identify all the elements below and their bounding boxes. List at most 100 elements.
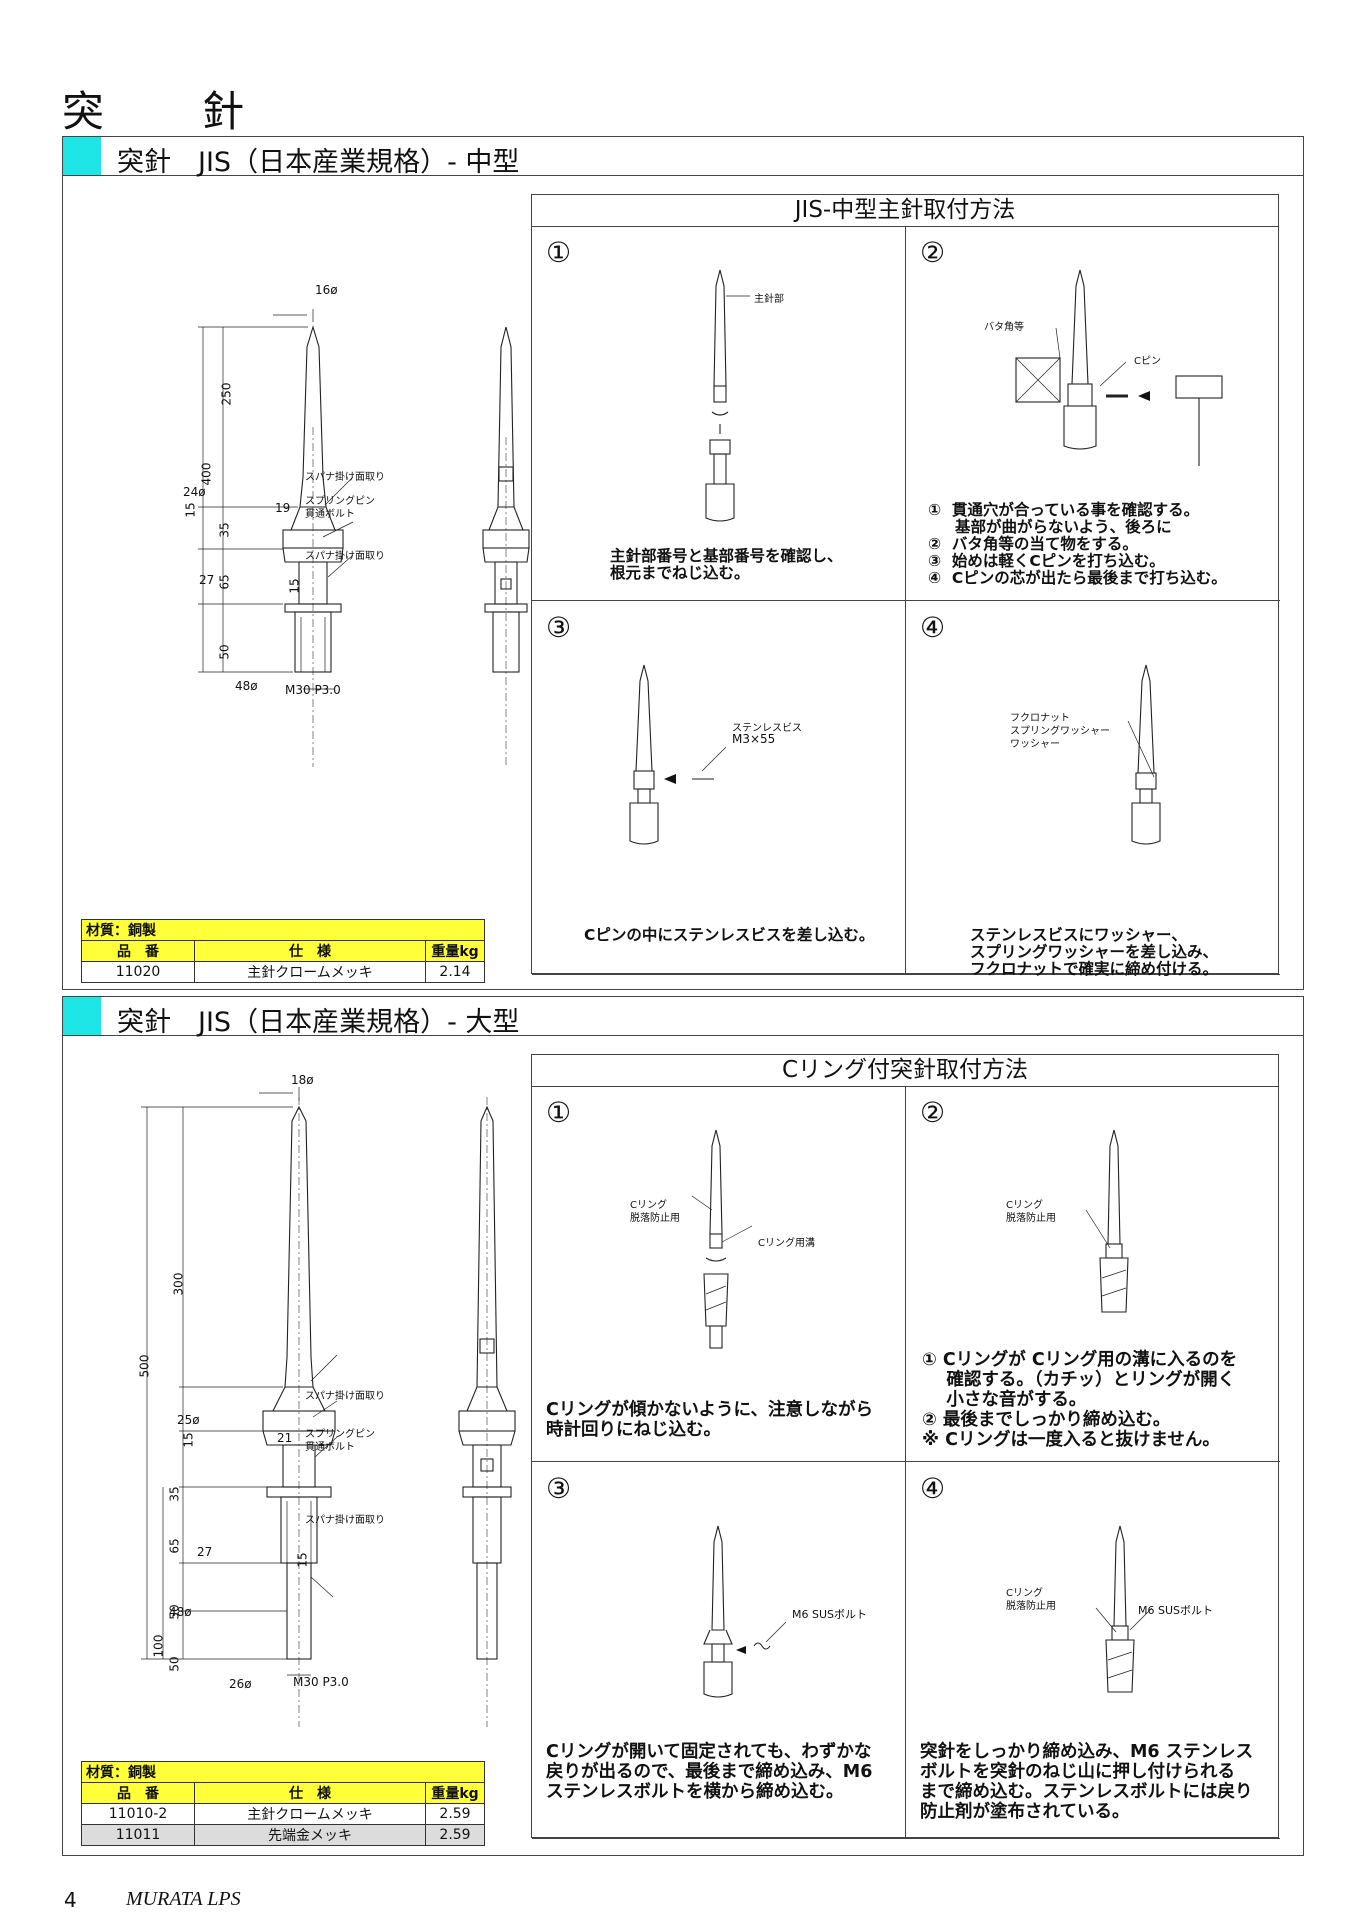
method-title: JIS-中型主針取付方法: [532, 195, 1278, 227]
dim-27: 27: [199, 573, 215, 587]
table-row: 11010-2 主針クロームメッキ 2.59: [81, 1803, 485, 1825]
dim-15a: 15: [183, 502, 198, 518]
table-row: 11020 主針クロームメッキ 2.14: [81, 961, 485, 983]
section-marker: [63, 137, 101, 175]
label-washer: ワッシャー: [1010, 739, 1060, 750]
dim-50: 50: [217, 644, 232, 660]
dim-35: 35: [217, 522, 232, 538]
dim-48: 48ø: [235, 679, 258, 693]
label-anti-drop: 脱落防止用: [630, 1213, 680, 1224]
dim-total: 500: [137, 1354, 152, 1378]
step-number: ④: [920, 1472, 946, 1505]
step-number: ③: [546, 611, 572, 644]
step-number: ②: [920, 236, 946, 269]
dim-27: 27: [197, 1545, 213, 1559]
label-anti-drop: 脱落防止用: [1006, 1601, 1056, 1612]
step-caption: Cリングが傾かないように、注意しながら 時計回りにねじ込む。: [546, 1400, 873, 1440]
dim-100: 100: [151, 1634, 166, 1658]
spec-cell: 2.59: [425, 1803, 485, 1825]
dim-19: 19: [275, 501, 291, 515]
page-number: 4: [64, 1888, 77, 1912]
label-spring-pin: スプリングピン: [305, 1429, 375, 1440]
spec-cell: 2.14: [425, 961, 485, 983]
label-through-bolt: 貫通ボルト: [305, 1442, 355, 1453]
medium-rod-drawing: [198, 309, 530, 767]
dim-300: 300: [171, 1272, 186, 1296]
step-illustration: [629, 664, 727, 845]
dim-26: 26ø: [229, 1677, 252, 1691]
dim-15b: 15: [295, 1552, 310, 1568]
dim-15b: 15: [287, 578, 302, 594]
spec-cell: 2.59: [425, 1824, 485, 1846]
dim-24: 24ø: [183, 485, 206, 499]
step-caption: ステンレスビスにワッシャー、 スプリングワッシャーを差し込み、 フクロナットで確…: [970, 926, 1219, 978]
spec-material: 材質：銅製: [81, 919, 485, 941]
dim-top-diameter: 16ø: [315, 283, 338, 297]
installation-method: Cリング付突針取付方法 ① Cリング 脱落防止用 Cリング用溝 Cリングが傾かな…: [531, 1054, 1280, 1839]
dim-48: 48ø: [169, 1605, 192, 1619]
dim-35: 35: [167, 1486, 182, 1502]
step-number: ③: [546, 1472, 572, 1505]
label-c-ring: Cリング: [1006, 1200, 1043, 1211]
step-number: ④: [920, 611, 946, 644]
table-row: 11011 先端金メッキ 2.59: [81, 1824, 485, 1846]
step-number: ②: [920, 1096, 946, 1129]
section-medium: 突針 JIS（日本産業規格）- 中型: [62, 136, 1304, 990]
step-caption: 突針をしっかり締め込み、M6 ステンレス ボルトを突針のねじ山に押し付けられる …: [920, 1742, 1254, 1822]
spec-cell: 主針クロームメッキ: [194, 1803, 426, 1825]
dim-thread: M30 P3.0: [285, 683, 341, 697]
method-step-1: ① Cリング 脱落防止用 Cリング用溝 Cリングが傾かないように、注意しながら …: [532, 1086, 906, 1462]
large-rod-drawing: [141, 1087, 516, 1727]
spec-table: 材質：銅製 品 番 仕 様 重量kg 11020 主針クロームメッキ 2.14: [81, 919, 485, 983]
method-step-4: ④ フクロナット スプリングワッシャー ワッシャー ステンレスビスにワッシャー、…: [906, 601, 1280, 978]
dim-15a: 15: [181, 1432, 196, 1448]
label-m6-bolt: M6 SUSボルト: [792, 1608, 868, 1621]
spec-cell: 11020: [81, 961, 195, 983]
method-step-4: ④ Cリング 脱落防止用 M6 SUSボルト 突針をしっかり締め込み、M6 ステ…: [906, 1462, 1280, 1839]
label-stainless-screw: ステンレスビス: [732, 723, 802, 734]
step-caption: Cリングが開いて固定されても、わずかな 戻りが出るので、最後まで締め込み、M6 …: [546, 1742, 873, 1802]
label-main-rod: 主針部: [754, 294, 784, 305]
step-caption: ① 貫通穴が合っている事を確認する。 基部が曲がらないよう、後ろに ② バタ角等…: [928, 501, 1227, 587]
label-c-ring-groove: Cリング用溝: [758, 1238, 815, 1249]
label-spring-pin: スプリングピン: [305, 496, 375, 507]
label-c-ring: Cリング: [630, 1200, 667, 1211]
label-batten: バタ角等: [984, 322, 1024, 333]
label-cap-nut: フクロナット: [1010, 713, 1070, 724]
spec-cell: 主針クロームメッキ: [194, 961, 426, 983]
page-title: 突 針: [62, 87, 273, 136]
dim-50b: 50: [167, 1656, 182, 1672]
step-caption: ① Cリングが Cリング用の溝に入るのを 確認する。（カチッ）とリングが開く 小…: [922, 1350, 1238, 1450]
label-screw-size: M3×55: [732, 732, 776, 746]
spec-cell: 11011: [81, 1824, 195, 1846]
step-illustration: [1015, 269, 1223, 466]
step-illustration: [1127, 664, 1161, 845]
method-step-2: ② Cリング 脱落防止用 ① Cリングが Cリング用の溝に入るのを 確認する。（…: [906, 1086, 1280, 1462]
method-step-3: ③ M6 SUSボルト Cリングが開いて固定されても、わずかな 戻りが出るので、…: [532, 1462, 906, 1839]
label-m6-bolt: M6 SUSボルト: [1138, 1604, 1214, 1617]
step-caption: 主針部番号と基部番号を確認し、 根元までねじ込む。: [610, 547, 843, 582]
step-illustration: [1095, 1525, 1153, 1693]
method-step-1: ① 主針部 主針部番号と基部番号を確認し、 根元までねじ込む。: [532, 226, 906, 601]
method-step-3: ③ ステンレスビス M3×55 Cピンの中にステンレスビスを差し込む。: [532, 601, 906, 975]
dim-top-diameter: 18ø: [291, 1073, 314, 1087]
dim-thread: M30 P3.0: [293, 1675, 349, 1689]
method-step-2: ② バタ角等 Cピン ① 貫通穴が合っている事を確認する。 基部が曲がらないよう…: [906, 226, 1280, 601]
label-through-bolt: 貫通ボルト: [305, 509, 355, 520]
spec-material: 材質：銅製: [81, 1761, 485, 1783]
label-c-pin: Cピン: [1134, 356, 1161, 367]
dim-65: 65: [167, 1538, 182, 1554]
step-caption: Cピンの中にステンレスビスを差し込む。: [584, 926, 875, 944]
section-header: 突針 JIS（日本産業規格）- 大型: [63, 997, 1303, 1038]
label-spanner-2: スパナ掛け面取り: [305, 551, 385, 562]
brand-name: MURATA LPS: [126, 1888, 241, 1910]
section-heading: 突針 JIS（日本産業規格）- 大型: [117, 1007, 520, 1038]
installation-method: JIS-中型主針取付方法 ① 主針部 主針部番号と基部番号を確認し、 根元までね…: [531, 194, 1280, 978]
label-spring-washer: スプリングワッシャー: [1010, 726, 1110, 737]
label-c-ring: Cリング: [1006, 1588, 1043, 1599]
section-large: 突針 JIS（日本産業規格）- 大型: [62, 996, 1304, 1856]
step-illustration: [691, 1129, 753, 1349]
spec-header: 仕 様: [194, 1782, 426, 1804]
dim-65: 65: [217, 574, 232, 590]
spec-header: 重量kg: [425, 940, 485, 962]
